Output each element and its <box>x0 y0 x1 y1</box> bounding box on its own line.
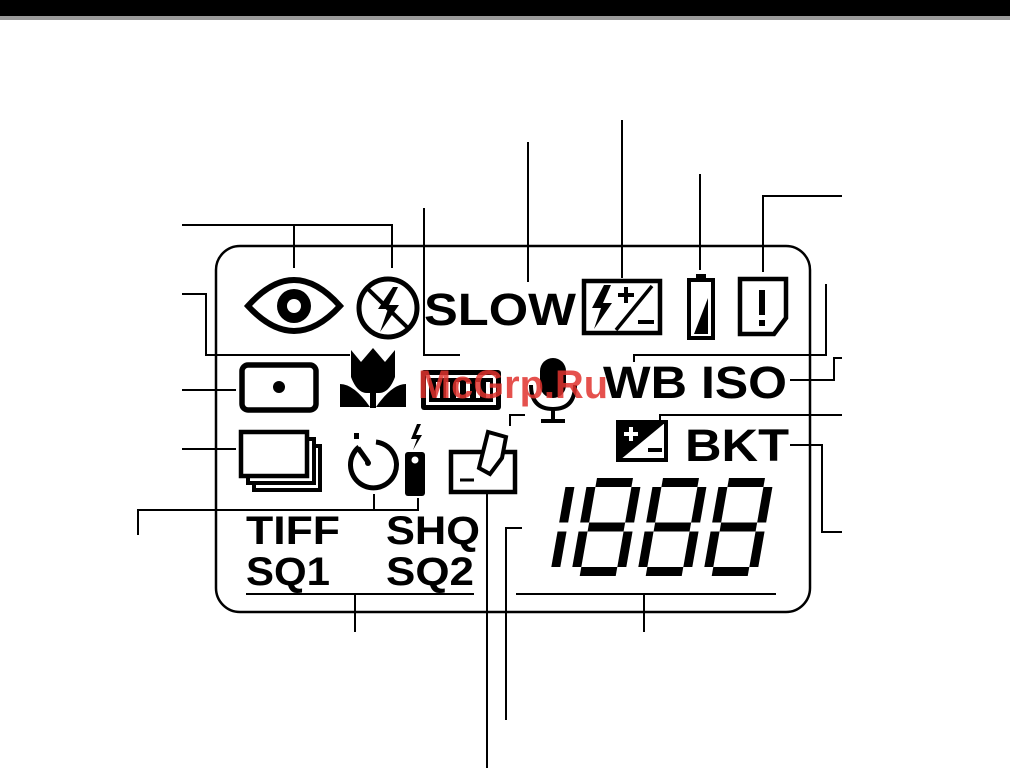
counter-segment-d <box>646 567 684 576</box>
quality-sq1-label: SQ1 <box>246 550 330 594</box>
counter-segment-d <box>712 567 750 576</box>
counter-segment-b <box>691 487 706 523</box>
iso-indicator: ISO <box>701 357 787 408</box>
remote-control-icon <box>405 424 425 496</box>
counter-segment-g <box>720 523 758 532</box>
counter-segment-b <box>625 487 640 523</box>
flash-compensation-icon <box>584 281 660 333</box>
counter-segment-b <box>559 487 574 523</box>
counter-segment-g <box>654 523 692 532</box>
counter-segment-e <box>704 532 719 568</box>
counter-segment-f <box>580 487 595 523</box>
quality-tiff-label: TIFF <box>246 509 340 553</box>
counter-segment-a <box>595 478 633 487</box>
counter-digit <box>571 478 642 576</box>
sequential-shooting-icon <box>241 432 320 490</box>
counter-segment-e <box>572 532 587 568</box>
print-reserve-icon <box>451 432 515 492</box>
counter-segment-c <box>551 532 566 568</box>
counter-segment-f <box>712 487 727 523</box>
macro-icon <box>340 348 406 408</box>
quality-shq-label: SHQ <box>386 509 480 553</box>
slow-indicator: SLOW <box>424 284 577 335</box>
flash-off-icon <box>359 279 417 337</box>
counter-segment-b <box>757 487 772 523</box>
frame-counter <box>550 478 774 576</box>
watermark: McGrp.Ru <box>418 363 608 407</box>
self-timer-icon <box>350 433 396 488</box>
header-bar-shadow <box>0 16 1010 20</box>
counter-segment-a <box>661 478 699 487</box>
quality-sq2-label: SQ2 <box>386 550 474 594</box>
header-bar <box>0 0 1010 16</box>
counter-segment-e <box>638 532 653 568</box>
bracketing-indicator: BKT <box>685 420 789 471</box>
battery-icon <box>689 274 713 338</box>
white-balance-indicator: WB <box>603 357 687 408</box>
counter-segment-a <box>727 478 765 487</box>
counter-segment-c <box>749 532 764 568</box>
spot-metering-icon <box>242 365 316 410</box>
counter-segment-f <box>646 487 661 523</box>
exposure-compensation-icon <box>616 420 668 462</box>
counter-segment-g <box>588 523 626 532</box>
counter-segment-c <box>683 532 698 568</box>
counter-segment-d <box>580 567 618 576</box>
counter-digit <box>637 478 708 576</box>
counter-segment-c <box>617 532 632 568</box>
counter-digit <box>703 478 774 576</box>
red-eye-icon <box>248 280 340 331</box>
counter-digit <box>551 487 574 567</box>
card-error-icon <box>740 279 786 334</box>
